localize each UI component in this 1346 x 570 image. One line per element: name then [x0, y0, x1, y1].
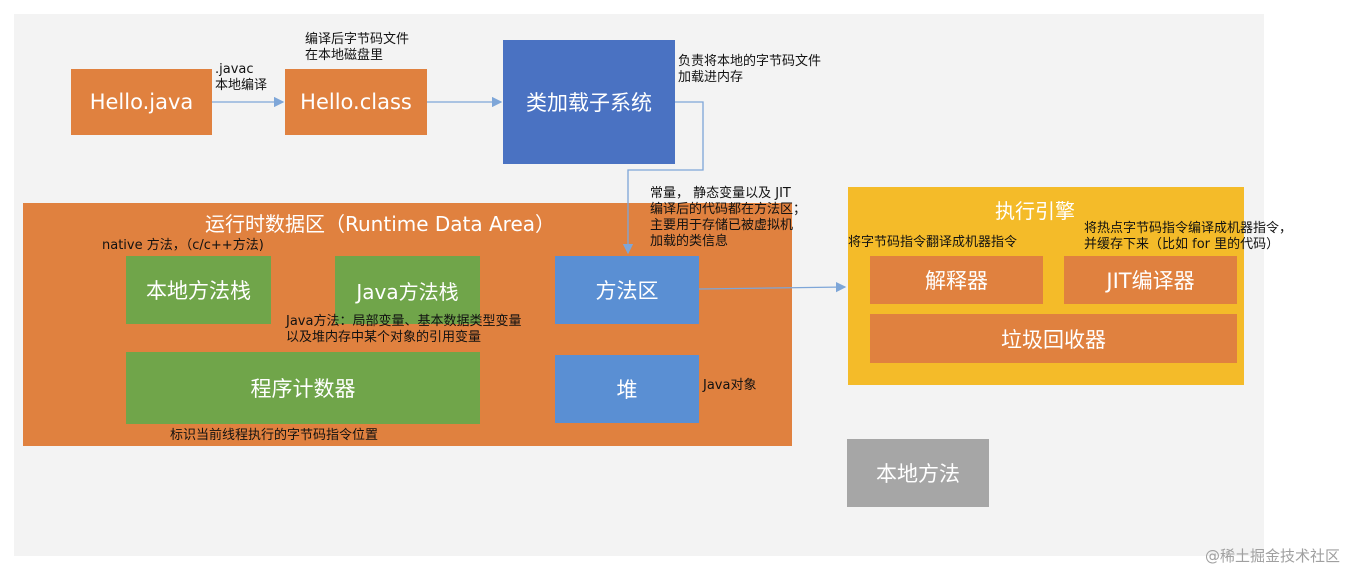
note-method-area-3: 主要用于存储已被虚拟机 [650, 218, 794, 233]
note-native-method: native 方法，（c/c++方法) [102, 238, 264, 253]
runtime-data-area-title: 运行时数据区（Runtime Data Area） [205, 212, 556, 236]
note-javac-1: .javac [215, 62, 254, 77]
note-java-stack-1: Java方法：局部变量、基本数据类型变量 [286, 314, 522, 329]
node-hello-class: Hello.class [285, 69, 427, 135]
note-jit-1: 将热点字节码指令编译成机器指令， [1084, 221, 1293, 236]
node-native-method: 本地方法 [847, 439, 989, 507]
note-loader-1: 负责将本地的字节码文件 [678, 54, 822, 69]
note-method-area-2: 编译后的代码都在方法区； [650, 202, 807, 217]
note-javac-2: 本地编译 [215, 78, 268, 93]
note-jit-2: 并缓存下来（比如 for 里的代码） [1084, 237, 1280, 252]
note-class-file-1: 编译后字节码文件 [305, 32, 410, 47]
note-method-area-1: 常量， 静态变量以及 JIT [650, 186, 791, 201]
node-heap: 堆 [555, 355, 699, 423]
node-java-stack: Java方法栈 [335, 256, 480, 324]
node-interpreter: 解释器 [870, 256, 1043, 304]
node-garbage-collector: 垃圾回收器 [870, 314, 1237, 363]
node-class-loader: 类加载子系统 [503, 40, 675, 164]
watermark: @稀土掘金技术社区 [1204, 547, 1340, 565]
execution-engine-title: 执行引擎 [995, 199, 1075, 223]
node-hello-java: Hello.java [71, 69, 212, 135]
note-heap: Java对象 [703, 378, 757, 393]
note-loader-2: 加载进内存 [678, 70, 744, 85]
note-method-area-4: 加载的类信息 [650, 234, 729, 249]
arrow-loader-to-method-area [622, 101, 704, 255]
note-class-file-2: 在本地磁盘里 [305, 48, 384, 63]
node-pc-register: 程序计数器 [126, 352, 480, 424]
node-jit-compiler: JIT编译器 [1064, 256, 1237, 304]
note-interpreter: 将字节码指令翻译成机器指令 [848, 235, 1018, 250]
note-java-stack-2: 以及堆内存中某个对象的引用变量 [286, 330, 482, 345]
arrow-method-area-to-engine [698, 281, 847, 293]
note-pc-register: 标识当前线程执行的字节码指令位置 [170, 428, 379, 443]
node-native-stack: 本地方法栈 [126, 256, 271, 324]
node-method-area: 方法区 [555, 256, 699, 324]
